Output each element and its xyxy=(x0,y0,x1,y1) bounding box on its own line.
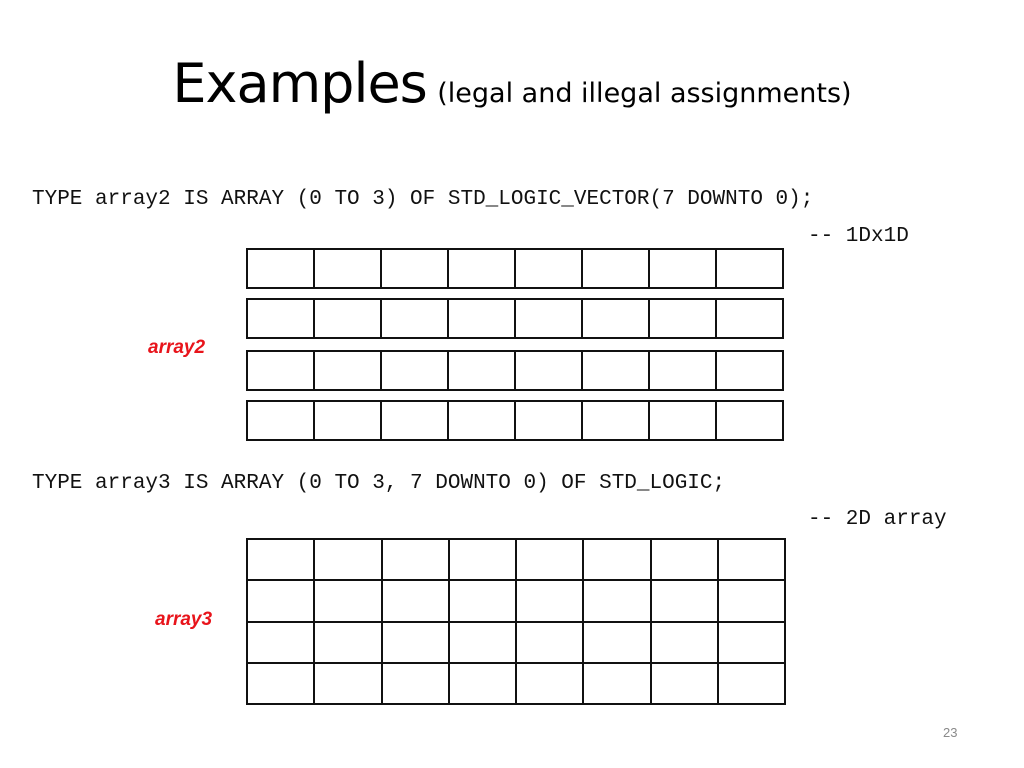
array3-cell xyxy=(718,581,786,623)
array3-cell xyxy=(382,663,450,705)
array2-cell xyxy=(248,250,315,289)
array3-cell xyxy=(517,540,585,582)
array2-cell xyxy=(382,402,449,441)
array3-cell xyxy=(449,540,517,582)
array3-cell xyxy=(315,581,383,623)
array3-cell xyxy=(517,581,585,623)
array2-cell xyxy=(650,250,717,289)
title-main: Examples xyxy=(172,52,427,115)
array3-cell xyxy=(248,581,316,623)
array3-cell xyxy=(315,540,383,582)
array3-cell xyxy=(651,663,719,705)
array2-cell xyxy=(449,250,516,289)
array2-row-2 xyxy=(246,350,784,391)
array3-cell xyxy=(248,622,316,664)
array2-cell xyxy=(650,402,717,441)
array3-cell xyxy=(248,663,316,705)
array3-cell xyxy=(449,622,517,664)
array3-cell xyxy=(718,622,786,664)
array3-cell xyxy=(718,540,786,582)
array2-type-declaration: TYPE array2 IS ARRAY (0 TO 3) OF STD_LOG… xyxy=(32,188,814,211)
array2-cell xyxy=(583,352,650,391)
array3-cell xyxy=(315,622,383,664)
array3-cell xyxy=(651,622,719,664)
array2-cell xyxy=(449,402,516,441)
array2-cell xyxy=(382,250,449,289)
array3-cell xyxy=(382,540,450,582)
array3-type-declaration: TYPE array3 IS ARRAY (0 TO 3, 7 DOWNTO 0… xyxy=(32,472,726,495)
array2-row-3 xyxy=(246,400,784,441)
array2-cell xyxy=(315,352,382,391)
array3-cell xyxy=(718,663,786,705)
array2-cell xyxy=(583,250,650,289)
array2-cell xyxy=(717,300,784,339)
array2-cell xyxy=(516,250,583,289)
slide-title: Examples (legal and illegal assignments) xyxy=(0,52,1024,115)
array3-grid xyxy=(246,538,786,705)
array2-cell xyxy=(650,352,717,391)
array2-cell xyxy=(248,300,315,339)
array3-label: array3 xyxy=(155,609,213,630)
array2-row-0 xyxy=(246,248,784,289)
array2-cell xyxy=(248,352,315,391)
array3-cell xyxy=(651,581,719,623)
array2-row-1 xyxy=(246,298,784,339)
array3-cell xyxy=(584,540,652,582)
array2-cell xyxy=(717,352,784,391)
array2-cell xyxy=(315,402,382,441)
array3-cell xyxy=(248,540,316,582)
array3-cell xyxy=(449,663,517,705)
array2-cell xyxy=(583,300,650,339)
array2-cell xyxy=(717,250,784,289)
array2-label: array2 xyxy=(148,337,206,358)
array3-cell xyxy=(584,663,652,705)
array2-cell xyxy=(516,352,583,391)
array2-cell xyxy=(717,402,784,441)
array2-cell xyxy=(382,352,449,391)
array2-cell xyxy=(516,402,583,441)
array2-cell xyxy=(650,300,717,339)
array3-cell xyxy=(315,663,383,705)
array3-cell xyxy=(517,622,585,664)
array3-cell xyxy=(584,622,652,664)
array2-cell xyxy=(583,402,650,441)
array2-comment: -- 1Dx1D xyxy=(808,225,909,248)
array3-cell xyxy=(584,581,652,623)
title-subtitle: (legal and illegal assignments) xyxy=(437,78,852,109)
array2-cell xyxy=(315,300,382,339)
array3-cell xyxy=(449,581,517,623)
page-number: 23 xyxy=(943,725,958,740)
array3-cell xyxy=(382,581,450,623)
array3-cell xyxy=(382,622,450,664)
array2-cell xyxy=(516,300,583,339)
array2-cell xyxy=(382,300,449,339)
array3-cell xyxy=(517,663,585,705)
array3-cell xyxy=(651,540,719,582)
array3-comment: -- 2D array xyxy=(808,508,947,531)
array2-cell xyxy=(248,402,315,441)
array2-cell xyxy=(315,250,382,289)
array2-cell xyxy=(449,352,516,391)
array2-cell xyxy=(449,300,516,339)
